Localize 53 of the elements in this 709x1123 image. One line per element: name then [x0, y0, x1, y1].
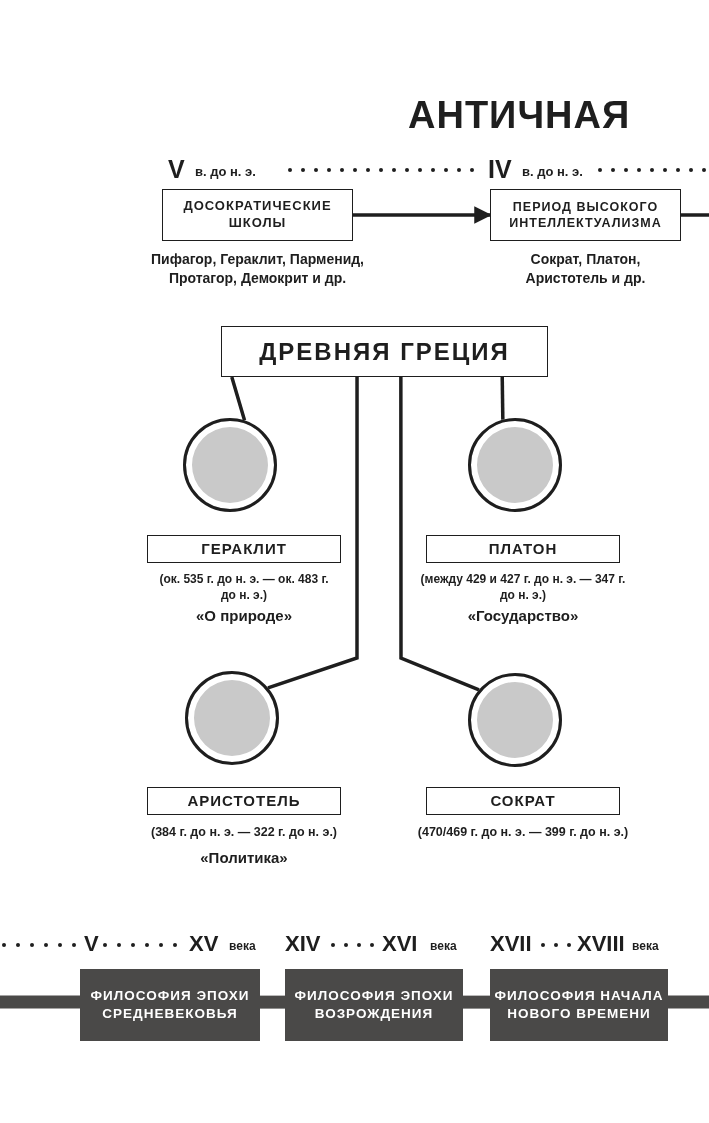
life-dates: (между 429 и 427 г. до н. э. — 347 г. до н. э.) [419, 571, 627, 604]
connector-line [463, 995, 490, 1009]
box-label: ФИЛОСОФИЯ ЭПОХИ СРЕДНЕВЕКОВЬЯ [89, 987, 251, 1023]
box-label: ПЕРИОД ВЫСОКОГО ИНТЕЛЛЕКТУАЛИЗМА [508, 198, 663, 232]
century-note: века [229, 940, 256, 952]
century-label: XVI [382, 933, 418, 955]
century-label: V [168, 157, 185, 182]
box-label: ГЕРАКЛИТ [201, 539, 287, 559]
box-label: ФИЛОСОФИЯ ЭПОХИ ВОЗРОЖДЕНИЯ [293, 987, 455, 1023]
process-box [426, 535, 620, 563]
philosopher-list: Сократ, Платон, Аристотель и др. [495, 250, 676, 288]
box-label: ДОСОКРАТИЧЕСКИЕ ШКОЛЫ [182, 198, 333, 232]
process-box [426, 787, 620, 815]
work-title: «О природе» [195, 606, 293, 626]
life-dates: (ок. 535 г. до н. э. — ок. 483 г. до н. э.) [159, 571, 329, 604]
box-label: ФИЛОСОФИЯ НАЧАЛА НОВОГО ВРЕМЕНИ [493, 987, 665, 1023]
box-label: СОКРАТ [490, 791, 556, 811]
work-title: «Государство» [466, 606, 580, 626]
life-dates: (470/469 г. до н. э. — 399 г. до н. э.) [416, 824, 630, 841]
century-label: V [84, 933, 99, 955]
period-box [490, 969, 668, 1041]
connector-line [260, 995, 285, 1009]
connector-line [399, 377, 480, 692]
process-box [162, 189, 353, 241]
era-note: в. до н. э. [522, 165, 583, 178]
era-note: в. до н. э. [195, 165, 256, 178]
process-box [221, 326, 548, 377]
diagram-title: АНТИЧНАЯ [408, 94, 631, 137]
work-title: «Политика» [199, 848, 289, 868]
century-label: XIV [285, 933, 321, 955]
philosopher-list: Пифагор, Гераклит, Парменид, Протагор, Демокрит и др. [117, 250, 398, 288]
box-label: ДРЕВНЯЯ ГРЕЦИЯ [259, 336, 510, 367]
century-label: IV [488, 157, 512, 182]
life-dates: (384 г. до н. э. — 322 г. до н. э.) [149, 824, 339, 841]
box-label: АРИСТОТЕЛЬ [187, 791, 301, 811]
century-label: XV [189, 933, 219, 955]
century-label: XVII [490, 933, 532, 955]
connector-line [500, 376, 505, 420]
box-label: ПЛАТОН [488, 539, 558, 559]
connector-line [667, 995, 709, 1009]
century-note: века [632, 940, 659, 952]
process-box [147, 787, 341, 815]
connector-line [230, 376, 247, 421]
connector-line [267, 377, 359, 690]
period-box [80, 969, 260, 1041]
connector-line [0, 995, 80, 1009]
arrow [353, 206, 492, 224]
process-box [147, 535, 341, 563]
connector-line [681, 213, 709, 217]
process-box [490, 189, 681, 241]
century-note: века [430, 940, 457, 952]
period-box [285, 969, 463, 1041]
century-label: XVIII [577, 933, 625, 955]
